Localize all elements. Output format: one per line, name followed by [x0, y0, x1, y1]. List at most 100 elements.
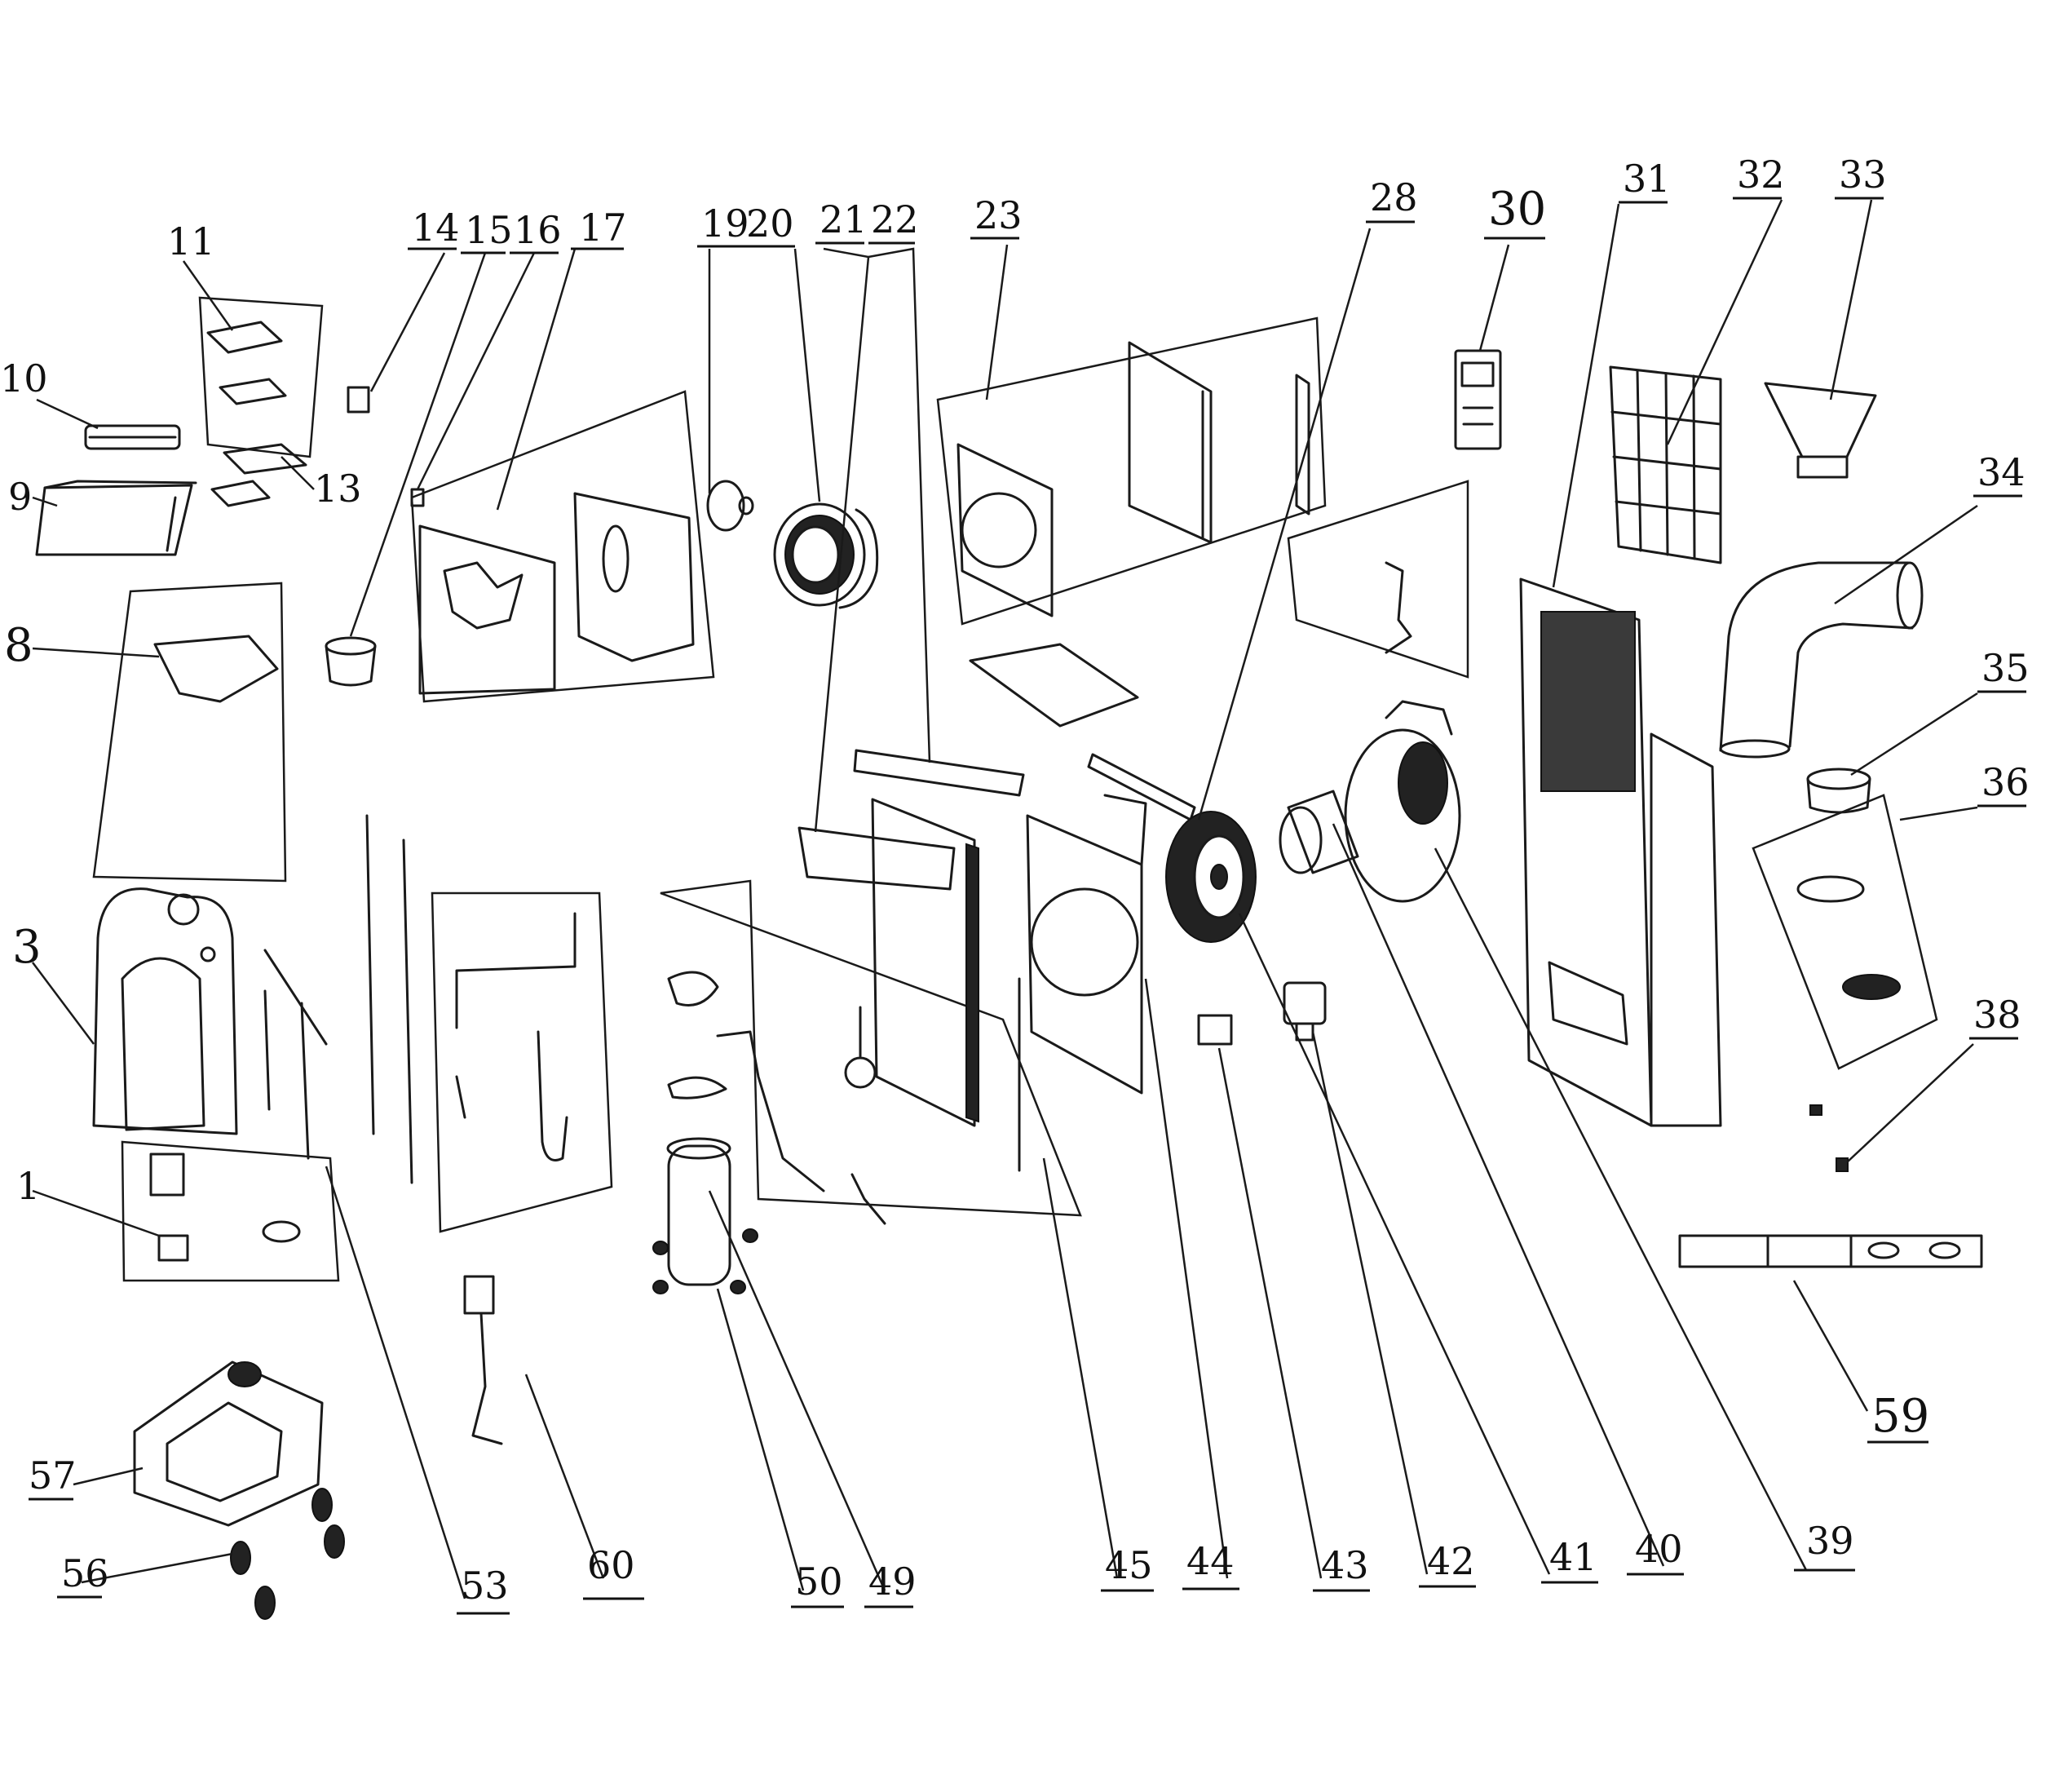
callout-45: 45	[1105, 1543, 1153, 1587]
callout-11: 11	[167, 219, 215, 263]
part-31-back-cabinet	[1519, 577, 1722, 1127]
callout-33: 33	[1839, 153, 1887, 197]
group-boxes	[92, 296, 1938, 1282]
part-20-fan-wheel	[773, 502, 879, 609]
callout-60: 60	[587, 1543, 635, 1587]
part-10-float-cover	[84, 424, 181, 450]
part-42-capacitor	[1283, 981, 1327, 1042]
callout-16: 16	[514, 208, 562, 252]
leader-10	[36, 398, 99, 430]
callout-3: 3	[12, 921, 42, 974]
leader-30	[1478, 244, 1510, 352]
leader-31	[1552, 203, 1620, 588]
callout-53: 53	[461, 1564, 509, 1608]
leader-35	[1850, 692, 1978, 776]
callout-44: 44	[1186, 1539, 1235, 1583]
group-box-front-panel	[92, 582, 287, 883]
callout-labels: 1 3 8 9 10 11 13 14 15 16 17 19 20 21 22…	[0, 153, 2030, 1615]
callout-17: 17	[579, 206, 627, 250]
group-box-53	[431, 892, 613, 1233]
leader-11	[182, 260, 234, 331]
callout-14: 14	[412, 206, 460, 250]
group-box-23	[936, 316, 1327, 626]
part-21-22-rails	[797, 749, 1025, 891]
callout-49: 49	[868, 1560, 917, 1604]
group-box-45	[660, 879, 1082, 1217]
callout-50: 50	[795, 1560, 843, 1604]
callout-31: 31	[1623, 157, 1671, 201]
part-11-13-brackets	[206, 321, 307, 507]
part-45-condenser	[871, 798, 1021, 1172]
group-box-36	[1752, 794, 1938, 1070]
leader-49	[708, 1190, 886, 1591]
part-3-front-panel	[92, 887, 238, 1135]
leader-57	[73, 1467, 144, 1486]
leader-33	[1829, 199, 1873, 400]
part-56-casters	[230, 1488, 345, 1620]
leader-38	[1846, 1043, 1974, 1163]
leader-50	[716, 1288, 805, 1591]
part-39-volute	[1344, 700, 1461, 903]
leader-44	[1144, 978, 1229, 1579]
callout-56: 56	[61, 1551, 109, 1595]
part-9-tray	[35, 480, 197, 556]
part-57-base	[133, 1360, 324, 1527]
part-41-blower-wheel	[1165, 811, 1257, 943]
part-14-block	[347, 386, 370, 414]
callout-28: 28	[1370, 175, 1418, 219]
part-1-drain	[149, 1153, 301, 1262]
group-box-28	[1287, 480, 1469, 679]
leader-15	[349, 252, 487, 637]
leader-16	[416, 252, 536, 490]
part-23-panels	[956, 341, 1310, 821]
callout-23: 23	[974, 193, 1023, 237]
leader-34	[1834, 504, 1978, 605]
part-38-screws	[1809, 1104, 1849, 1172]
callout-57: 57	[29, 1453, 77, 1498]
part-tubing	[716, 1006, 886, 1225]
callout-1: 1	[16, 1164, 40, 1208]
leader-56	[81, 1552, 233, 1584]
parts	[35, 321, 1983, 1620]
leader-22	[868, 247, 931, 763]
group-box-1	[121, 1140, 340, 1282]
callout-59: 59	[1871, 1390, 1929, 1443]
callout-38: 38	[1973, 993, 2021, 1037]
leader-36	[1899, 806, 1978, 821]
part-53-internals	[455, 912, 727, 1161]
part-28-bracket	[1385, 561, 1412, 654]
callout-35: 35	[1981, 646, 2030, 690]
leader-13	[281, 456, 315, 490]
leader-8	[32, 647, 160, 658]
callout-43: 43	[1321, 1543, 1369, 1587]
part-15-tube	[325, 636, 377, 687]
leader-42	[1311, 1031, 1429, 1575]
leader-17	[496, 248, 577, 511]
callout-19: 19	[701, 201, 749, 246]
part-32-filter	[1609, 365, 1722, 564]
part-33-nozzle	[1764, 382, 1877, 479]
leader-3	[32, 962, 95, 1045]
callout-15: 15	[465, 208, 513, 252]
callout-34: 34	[1977, 450, 2026, 494]
leader-lines	[32, 199, 1978, 1599]
callout-21: 21	[820, 197, 868, 241]
part-17-duct-housing	[418, 492, 695, 695]
callout-9: 9	[8, 475, 32, 519]
part-34-hose	[1719, 561, 1924, 759]
part-19-motor	[706, 480, 754, 532]
callout-41: 41	[1549, 1535, 1597, 1579]
callout-20: 20	[746, 201, 794, 246]
callout-22: 22	[871, 197, 919, 241]
leader-20	[793, 248, 821, 502]
part-60-cable	[463, 1275, 503, 1445]
leader-14	[369, 252, 446, 392]
leader-59	[1792, 1280, 1869, 1412]
leader-39	[1434, 847, 1808, 1571]
callout-30: 30	[1488, 183, 1546, 236]
leader-40	[1332, 823, 1665, 1567]
part-40-motor	[1279, 790, 1359, 874]
part-side-rails	[263, 814, 413, 1184]
